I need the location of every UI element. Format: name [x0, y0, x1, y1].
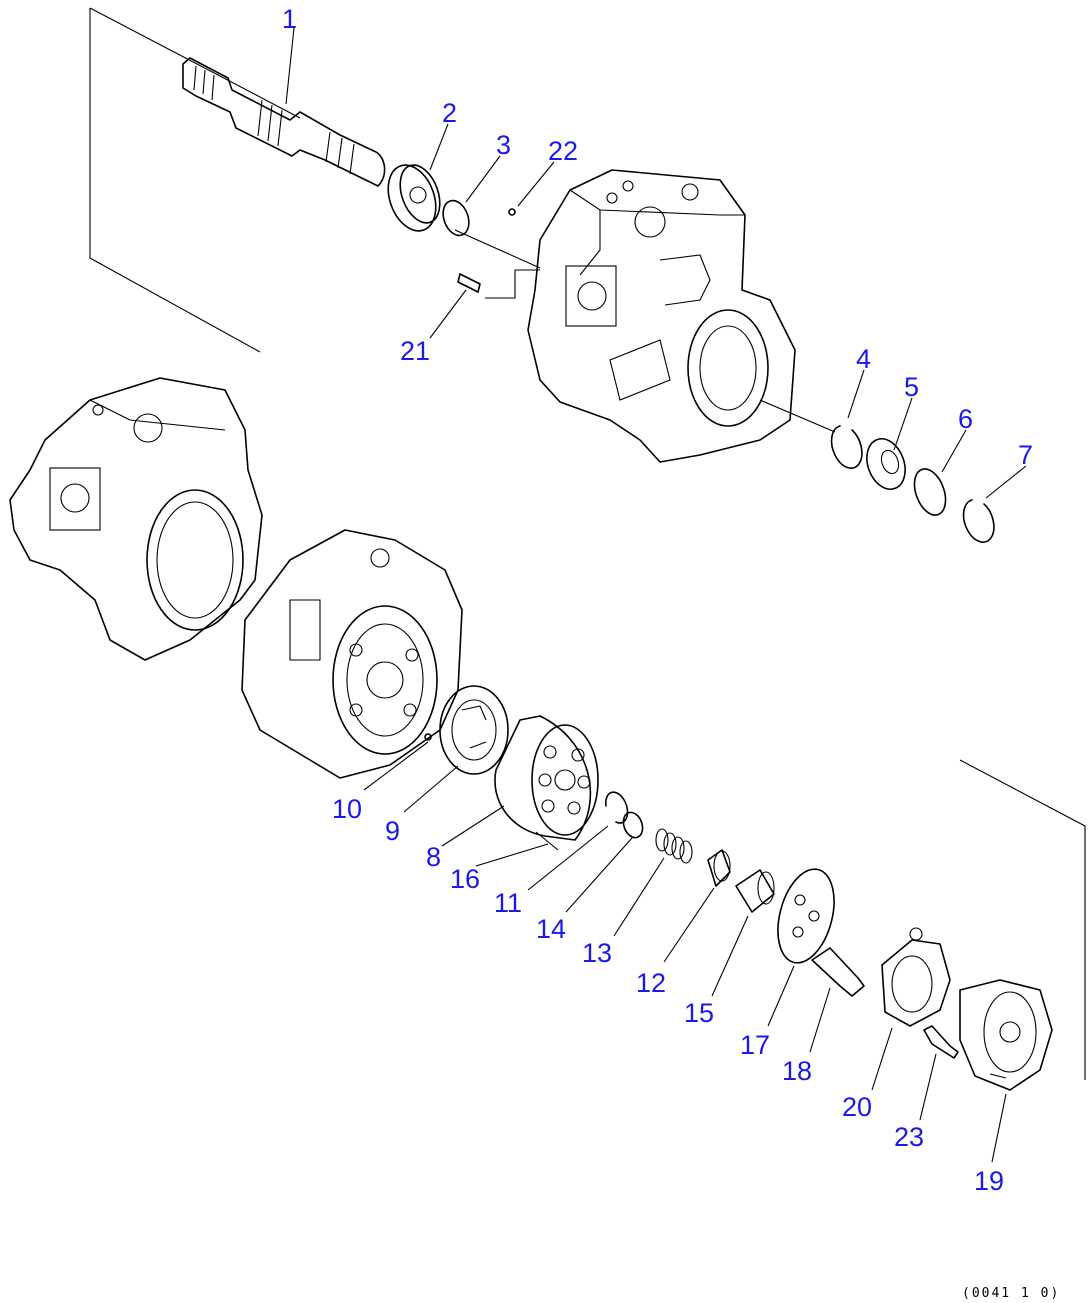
part-20-swash-plate [881, 927, 951, 1027]
part-17-retainer-plate [777, 868, 835, 964]
drawing-reference-code: (0041 1 0) [962, 1286, 1060, 1301]
callout-22: 22 [548, 136, 578, 166]
part-5-bearing [866, 438, 906, 490]
part-9-valve-plate [439, 685, 509, 775]
callout-2: 2 [442, 98, 457, 128]
part-22-pin [508, 208, 516, 216]
part-7-snap-ring [962, 499, 995, 543]
part-14-washer [622, 811, 644, 839]
part-6-ring [913, 468, 947, 516]
part-18-piston [811, 947, 865, 997]
part-10-pin [424, 733, 432, 741]
callout-4: 4 [856, 344, 871, 374]
middle-pump-case [241, 529, 463, 779]
callout-labels: 1 2 3 4 5 6 7 8 9 10 11 12 13 14 15 16 1… [282, 4, 1033, 1196]
callout-11: 11 [494, 888, 522, 918]
callout-10: 10 [332, 794, 362, 824]
callout-7: 7 [1018, 440, 1033, 470]
part-1-drive-shaft [182, 57, 386, 187]
callout-9: 9 [385, 816, 400, 846]
upper-pump-housing [527, 169, 796, 463]
part-13-spring [655, 828, 693, 864]
callout-13: 13 [582, 938, 612, 968]
callout-16: 16 [450, 864, 480, 894]
callout-18: 18 [782, 1056, 812, 1086]
part-2-bearing [387, 164, 441, 232]
callout-1: 1 [282, 4, 297, 34]
part-12-spacer [707, 849, 731, 887]
part-4-snap-ring [830, 425, 863, 469]
frame-lines [89, 7, 1086, 1080]
part-3-snap-ring [442, 199, 470, 237]
callout-3: 3 [496, 130, 511, 160]
leader-lines [285, 27, 1027, 1163]
callout-12: 12 [636, 968, 666, 998]
callout-21: 21 [400, 336, 430, 366]
part-15-collar [735, 869, 775, 913]
callout-15: 15 [684, 998, 714, 1028]
part-19-end-cover [959, 979, 1053, 1091]
part-21-pin [457, 273, 481, 293]
callout-17: 17 [740, 1030, 770, 1060]
axis-line-upper-c [759, 399, 836, 433]
callout-8: 8 [426, 842, 441, 872]
callout-5: 5 [904, 372, 919, 402]
callout-6: 6 [958, 404, 973, 434]
axis-line-upper [454, 229, 541, 269]
callout-23: 23 [894, 1122, 924, 1152]
axis-line-upper-b [485, 269, 540, 299]
part-8-cylinder-block [494, 715, 599, 851]
callout-19: 19 [974, 1166, 1004, 1196]
left-pump-case [9, 377, 263, 661]
callout-20: 20 [842, 1092, 872, 1122]
part-23-bolt [923, 1025, 959, 1059]
callout-14: 14 [536, 914, 566, 944]
